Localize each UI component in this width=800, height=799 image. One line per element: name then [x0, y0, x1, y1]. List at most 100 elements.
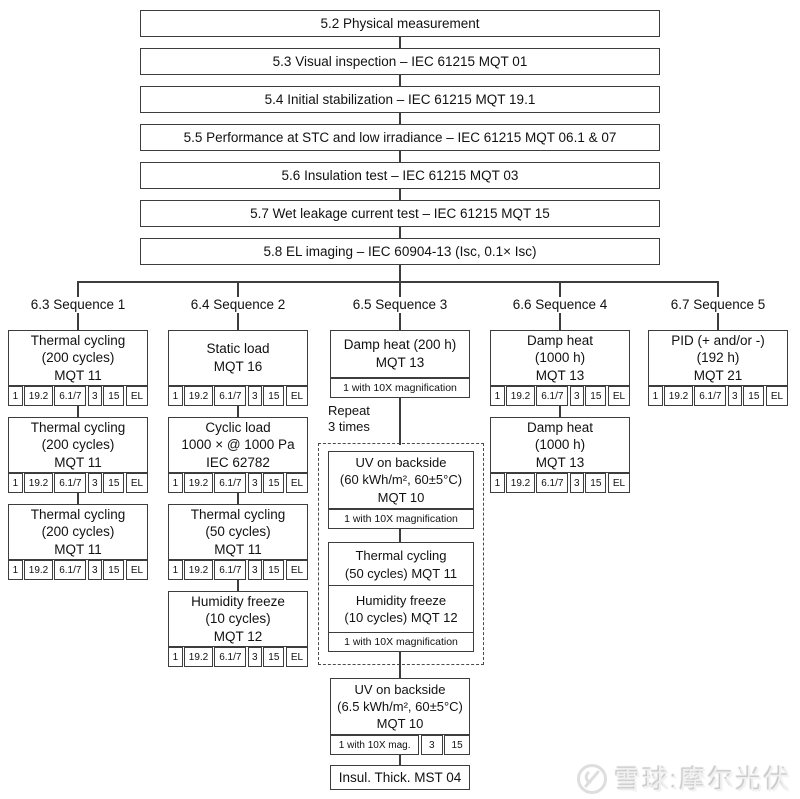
- connector-line: [399, 398, 401, 445]
- connector-line: [399, 75, 401, 86]
- flow-box-damp-heat-1000-1: Damp heat (1000 h) MQT 13: [490, 330, 630, 386]
- branch-line: [77, 281, 719, 283]
- qualification-cell: EL: [285, 647, 308, 667]
- flow-box-damp-heat-1000-2: Damp heat (1000 h) MQT 13: [490, 417, 630, 473]
- qualification-cell: 15: [263, 647, 285, 667]
- qualification-cell: 15: [585, 386, 607, 406]
- qualification-cell: 3: [247, 560, 262, 580]
- connector-line: [559, 313, 561, 330]
- flow-box-humidity-freeze-10-seq3: Humidity freeze (10 cycles) MQT 12: [328, 585, 474, 634]
- connector-line: [399, 652, 401, 678]
- qualification-cell: EL: [285, 386, 308, 406]
- qualification-cell: EL: [607, 386, 630, 406]
- qualification-cell: 15: [103, 473, 125, 493]
- qualification-cell: 1: [490, 473, 505, 493]
- tc-hf-stack: Thermal cycling (50 cycles) MQT 11 Humid…: [328, 542, 474, 652]
- flow-box-thermal-cycling-200-2: Thermal cycling (200 cycles) MQT 11: [8, 417, 148, 473]
- qualification-cell: 3: [87, 560, 102, 580]
- watermark-text: 雪球:摩尔光伏: [614, 765, 792, 795]
- qualification-cell: 15: [263, 473, 285, 493]
- connector-line: [399, 313, 401, 330]
- qualification-cell: 1 with 10X mag.: [330, 735, 420, 755]
- qualification-cell: 6.1/7: [214, 560, 247, 580]
- watermark: 雪球:摩尔光伏: [576, 760, 792, 797]
- connector-line: [399, 151, 401, 162]
- magnification-note: 1 with 10X magnification: [328, 509, 474, 529]
- qualification-cell: 6.1/7: [54, 560, 87, 580]
- qualification-cell: EL: [285, 560, 308, 580]
- qualification-cell: 1: [168, 560, 183, 580]
- magnification-note: 1 with 10X magnification: [328, 631, 474, 652]
- qualification-cell: EL: [285, 473, 308, 493]
- qualification-cell: 19.2: [184, 560, 213, 580]
- qualification-cell: 1: [8, 560, 23, 580]
- flow-box-thermal-cycling-200-3: Thermal cycling (200 cycles) MQT 11: [8, 504, 148, 560]
- qualification-cell: 19.2: [24, 560, 53, 580]
- connector-line: [399, 265, 401, 282]
- qualification-cell: 19.2: [24, 386, 53, 406]
- connector-line: [559, 406, 561, 417]
- connector-line: [237, 493, 239, 504]
- flow-box-cyclic-load: Cyclic load 1000 × @ 1000 Pa IEC 62782: [168, 417, 308, 473]
- qualification-cell: 19.2: [506, 386, 535, 406]
- flow-box-uv-backside-60: UV on backside (60 kWh/m², 60±5°C) MQT 1…: [328, 451, 474, 509]
- qualification-cell: 3: [247, 386, 262, 406]
- qualification-cell: 6.1/7: [694, 386, 727, 406]
- qualification-cell: 15: [585, 473, 607, 493]
- qualification-cell: 15: [263, 386, 285, 406]
- flow-box-insulation-test: 5.6 Insulation test – IEC 61215 MQT 03: [140, 162, 660, 189]
- connector-line: [77, 281, 79, 297]
- qualification-cell: 3: [420, 735, 443, 755]
- flow-box-thermal-cycling-200-1: Thermal cycling (200 cycles) MQT 11: [8, 330, 148, 386]
- connector-line: [77, 406, 79, 417]
- xueqiu-logo-icon: [576, 763, 608, 795]
- qualification-cell: 15: [103, 560, 125, 580]
- flow-box-performance-stc: 5.5 Performance at STC and low irradianc…: [140, 124, 660, 151]
- flow-box-pid: PID (+ and/or -) (192 h) MQT 21: [648, 330, 788, 386]
- connector-line: [717, 281, 719, 297]
- connector-line: [717, 313, 719, 330]
- qualification-cell: 19.2: [184, 473, 213, 493]
- flow-box-uv-backside-6-5: UV on backside (6.5 kWh/m², 60±5°C) MQT …: [330, 678, 470, 735]
- qualification-cell: 19.2: [664, 386, 693, 406]
- qualification-cell: 19.2: [506, 473, 535, 493]
- magnification-note: 1 with 10X magnification: [330, 378, 470, 398]
- repeat-dashed-group: [318, 443, 484, 665]
- connector-line: [77, 493, 79, 504]
- connector-line: [237, 580, 239, 591]
- connector-line: [399, 113, 401, 124]
- flow-box-wet-leakage: 5.7 Wet leakage current test – IEC 61215…: [140, 200, 660, 227]
- connector-line: [399, 529, 401, 542]
- qualification-cell: 6.1/7: [54, 386, 87, 406]
- flow-box-damp-heat-200h: Damp heat (200 h) MQT 13: [330, 330, 470, 378]
- connector-line: [237, 313, 239, 330]
- flow-box-visual-inspection: 5.3 Visual inspection – IEC 61215 MQT 01: [140, 48, 660, 75]
- flow-box-humidity-freeze-10: Humidity freeze (10 cycles) MQT 12: [168, 591, 308, 647]
- qualification-cell: 6.1/7: [536, 386, 569, 406]
- qualification-cell: 15: [743, 386, 765, 406]
- qualification-cell: 3: [87, 473, 102, 493]
- connector-line: [237, 281, 239, 297]
- qualification-cell: 6.1/7: [214, 473, 247, 493]
- qualification-cell: EL: [125, 560, 148, 580]
- qualification-cell: 6.1/7: [214, 386, 247, 406]
- flow-box-thermal-cycling-50-seq3: Thermal cycling (50 cycles) MQT 11: [328, 542, 474, 587]
- qualification-cell: 3: [727, 386, 742, 406]
- qualification-cell: 15: [103, 386, 125, 406]
- qualification-cell: 1: [168, 386, 183, 406]
- qualification-cell: EL: [125, 473, 148, 493]
- qualification-cell: 1: [648, 386, 663, 406]
- qualification-cell: 1: [8, 473, 23, 493]
- flow-box-el-imaging: 5.8 EL imaging – IEC 60904-13 (Isc, 0.1×…: [140, 238, 660, 265]
- connector-line: [399, 37, 401, 48]
- qualification-cell: 19.2: [24, 473, 53, 493]
- connector-line: [559, 281, 561, 297]
- qualification-cell: EL: [607, 473, 630, 493]
